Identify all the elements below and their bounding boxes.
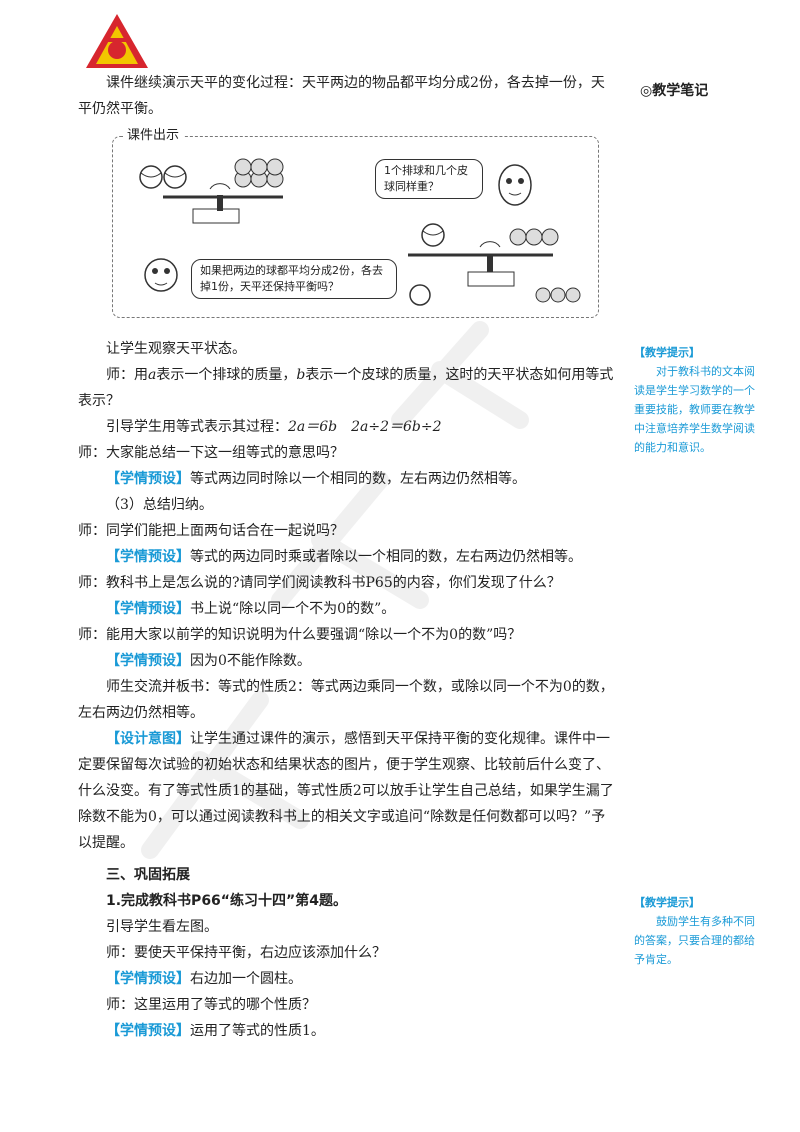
variable-b: b [296,367,306,383]
main-content: 课件继续演示天平的变化过程：天平两边的物品都平均分成2份，各去掉一份，天平仍然平… [78,70,618,1044]
balance-illustration [139,158,581,306]
text-span: 表示一个皮球的质量，这时的天平状态如何用等式表示？ [78,367,614,409]
text-span: 因为0不能作除数。 [190,653,311,669]
teaching-tip-1: 【教学提示】 对于教科书的文本阅读是学生学习数学的一个重要技能，教师要在教学中注… [634,343,764,457]
design-intent-tag: 【设计意图】 [106,731,190,747]
text-span: 让学生通过课件的演示，感悟到天平保持平衡的变化规律。课件中一定要保留每次试验的初… [78,731,614,851]
text-span: 运用了等式的性质1。 [190,1023,325,1039]
text-line: 【学情预设】等式的两边同时乘或者除以一个相同的数，左右两边仍然相等。 [78,544,618,570]
volleyball-icon [421,223,445,247]
tip-heading: 【教学提示】 [634,896,700,909]
student-preview-tag: 【学情预设】 [106,601,190,617]
text-span: 书上说“除以同一个不为0的数”。 [190,601,396,617]
publisher-logo [86,14,148,68]
balance-scale-1 [139,158,284,224]
balance-scale-2 [408,223,581,306]
speech-bubble-hint: 如果把两边的球都平均分成2份，各去掉1份，天平还保持平衡吗？ [191,259,397,299]
speech-bubble-question: 1个排球和几个皮球同样重？ [375,159,483,199]
text-span: 等式的两边同时乘或者除以一个相同的数，左右两边仍然相等。 [190,549,582,565]
courseware-figure: 课件出示 [112,127,599,318]
text-line: 【学情预设】因为0不能作除数。 [78,648,618,674]
variable-a: a [148,367,157,383]
text-line: 【学情预设】右边加一个圆柱。 [78,966,618,992]
exercise-heading: 1.完成教科书P66“练习十四”第4题。 [106,893,347,909]
equation-1: 2a＝6b [288,419,338,435]
volleyball-icon [409,284,431,306]
text-span: 等式两边同时除以一个相同的数，左右两边仍然相等。 [190,471,526,487]
text-line: 引导学生用等式表示其过程：2a＝6b 2a÷2＝6b÷2 [78,414,618,440]
text-line: 【学情预设】书上说“除以同一个不为0的数”。 [78,596,618,622]
ball-icon [535,287,581,303]
text-span: 右边加一个圆柱。 [190,971,302,987]
courseware-label: 课件出示 [123,127,184,145]
ball-icon [509,228,559,246]
student-preview-tag: 【学情预设】 [106,549,190,565]
text-line: 师：这里运用了等式的哪个性质？ [106,997,316,1013]
text-span: 师：用 [106,367,148,383]
text-line: 师：要使天平保持平衡，右边应该添加什么？ [106,945,386,961]
teaching-notes-title: ◎教学笔记 [640,83,709,99]
volleyball-icon [139,165,163,189]
text-line: 【学情预设】等式两边同时除以一个相同的数，左右两边仍然相等。 [78,466,618,492]
student-preview-tag: 【学情预设】 [106,471,190,487]
tip-body: 鼓励学生有多种不同的答案，只要合理的都给予肯定。 [634,915,755,966]
student-preview-tag: 【学情预设】 [106,653,190,669]
equation-2: 2a÷2＝6b÷2 [351,419,442,435]
tip-heading: 【教学提示】 [634,346,700,359]
text-line: 让学生观察天平状态。 [106,341,246,357]
text-line: 师：用a表示一个排球的质量，b表示一个皮球的质量，这时的天平状态如何用等式表示？ [78,362,618,414]
text-line: 【学情预设】运用了等式的性质1。 [78,1018,618,1044]
volleyball-icon [163,165,187,189]
mascot-icon [144,258,178,292]
mascot-icon [498,164,532,206]
student-preview-tag: 【学情预设】 [106,1023,190,1039]
student-preview-tag: 【学情预设】 [106,971,190,987]
text-span: 表示一个排球的质量， [156,367,297,383]
text-line: 引导学生看左图。 [106,919,218,935]
text-line: （3）总结归纳。 [106,497,213,513]
section-heading: 三、巩固拓展 [106,867,190,883]
text-line: 师：能用大家以前学的知识说明为什么要强调“除以一个不为0的数”吗？ [78,627,522,643]
text-line: 师：大家能总结一下这一组等式的意思吗？ [78,445,344,461]
text-span: 引导学生用等式表示其过程： [106,419,288,435]
intro-paragraph: 课件继续演示天平的变化过程：天平两边的物品都平均分成2份，各去掉一份，天平仍然平… [78,75,605,117]
design-intent-paragraph: 【设计意图】让学生通过课件的演示，感悟到天平保持平衡的变化规律。课件中一定要保留… [78,726,618,856]
text-line: 师生交流并板书：等式的性质2：等式两边乘同一个数，或除以同一个不为0的数，左右两… [78,679,614,721]
text-line: 师：教科书上是怎么说的?请同学们阅读教科书P65的内容，你们发现了什么？ [78,575,561,591]
ball-icon [234,158,284,188]
text-line: 师：同学们能把上面两句话合在一起说吗？ [78,523,344,539]
tip-body: 对于教科书的文本阅读是学生学习数学的一个重要技能，教师要在教学中注意培养学生数学… [634,365,755,454]
teaching-tip-2: 【教学提示】 鼓励学生有多种不同的答案，只要合理的都给予肯定。 [634,893,764,969]
